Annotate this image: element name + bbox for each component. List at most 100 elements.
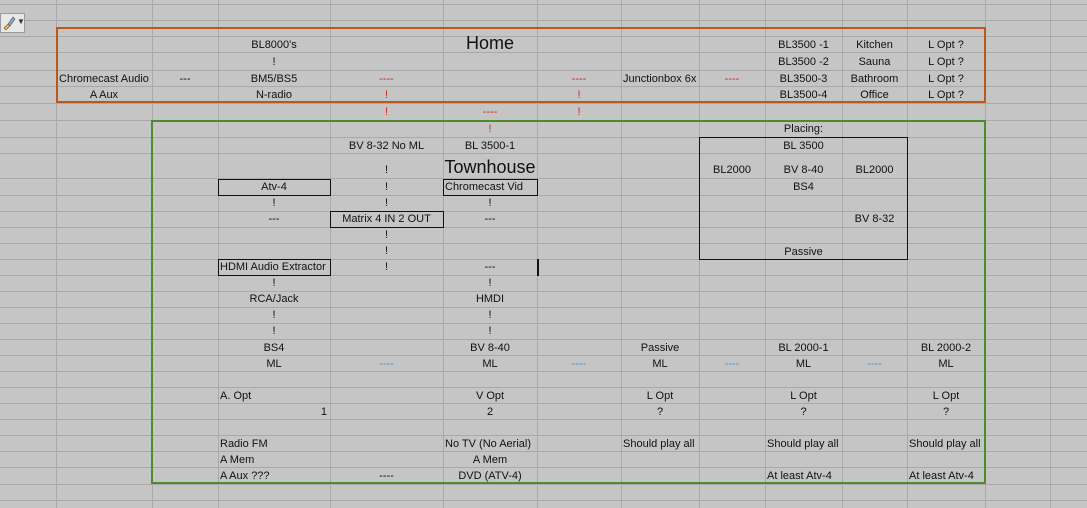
room-speaker: BL3500 -2 — [778, 56, 829, 68]
red-bang: ! — [577, 89, 581, 101]
link-bang: ! — [488, 309, 492, 321]
room-name: Kitchen — [856, 39, 893, 51]
device-note: No TV (No Aerial) — [445, 438, 531, 450]
link-dash: --- — [484, 261, 496, 273]
townhouse-title: Townhouse — [444, 157, 536, 177]
placing-bv840: BV 8-40 — [783, 164, 824, 176]
room-speaker: BL3500-3 — [779, 73, 828, 85]
device-type: ML — [652, 358, 668, 370]
blue-dash: ---- — [571, 358, 587, 370]
room-opt: L Opt ? — [928, 56, 964, 68]
device-note: Should play all — [767, 438, 839, 450]
link-bang: ! — [272, 309, 276, 321]
atv4-box — [218, 179, 331, 196]
device-num: 2 — [486, 406, 494, 418]
townhouse-frame — [151, 120, 986, 484]
device-name: BL 2000-2 — [920, 342, 972, 354]
hmdi: HMDI — [475, 293, 505, 305]
device-note: Radio FM — [220, 438, 268, 450]
placing-passive: Passive — [784, 246, 823, 258]
device-opt: V Opt — [475, 390, 505, 402]
n-radio: N-radio — [255, 89, 293, 101]
home-frame — [56, 27, 986, 103]
link-bang: ! — [384, 164, 389, 176]
bl8000-label: BL8000's — [251, 39, 297, 51]
link-bang: ! — [384, 229, 389, 241]
room-name: Office — [860, 89, 889, 101]
gridline — [842, 0, 843, 508]
gridline — [537, 0, 538, 508]
paste-options-button[interactable]: ▼ — [0, 13, 25, 33]
link-dash: --- — [484, 213, 496, 225]
hdmi-audio-extractor: HDMI Audio Extractor — [220, 261, 326, 273]
placing-box — [699, 137, 908, 260]
chevron-down-icon: ▼ — [17, 17, 25, 26]
device-note: Should play all — [623, 438, 695, 450]
junctionbox: Junctionbox 6x — [623, 73, 697, 85]
red-bang: ! — [488, 123, 492, 135]
link-bang: ! — [384, 197, 389, 209]
bm5-bs5: BM5/BS5 — [250, 73, 298, 85]
link-bang: ! — [488, 277, 492, 289]
link-bang: ! — [272, 325, 276, 337]
device-opt: L Opt — [646, 390, 674, 402]
device-name: Passive — [640, 342, 680, 354]
chromecast-sep: --- — [179, 73, 191, 85]
red-bang: ! — [384, 89, 389, 101]
gridline — [1050, 0, 1051, 508]
link-bang: ! — [272, 197, 276, 209]
gridline — [218, 0, 219, 508]
device-num: 1 — [320, 406, 327, 418]
device-note: At least Atv-4 — [767, 470, 832, 482]
device-note: A Mem — [472, 454, 508, 466]
red-dash: ---- — [482, 106, 498, 118]
gridline — [443, 0, 444, 508]
link-bang: ! — [384, 181, 389, 193]
link-bang: ! — [488, 197, 492, 209]
device-type: ML — [482, 358, 498, 370]
red-dash: ---- — [379, 73, 394, 85]
gridline — [765, 0, 766, 508]
placing-bl2000-left: BL2000 — [713, 164, 751, 176]
device-note: A Mem — [220, 454, 255, 466]
device-opt: L Opt — [932, 390, 960, 402]
atv4: Atv-4 — [261, 181, 287, 193]
device-opt: A. Opt — [220, 390, 252, 402]
device-type: ML — [266, 358, 282, 370]
cell-border — [537, 259, 539, 276]
device-note: DVD (ATV-4) — [458, 470, 522, 482]
room-opt: L Opt ? — [928, 89, 964, 101]
placing-bs4: BS4 — [793, 181, 814, 193]
red-dash: ---- — [724, 73, 740, 85]
red-dash: ---- — [571, 73, 587, 85]
matrix-box — [330, 211, 444, 228]
blue-dash: ---- — [867, 358, 882, 370]
link-dash: ---- — [379, 470, 394, 482]
device-type: ML — [938, 358, 954, 370]
device-name: BS4 — [263, 342, 285, 354]
link-bang: ! — [488, 325, 492, 337]
device-note: Should play all — [909, 438, 981, 450]
device-name: BL 2000-1 — [778, 342, 829, 354]
red-bang: ! — [577, 106, 581, 118]
blue-dash: ---- — [724, 358, 740, 370]
device-num: ? — [942, 406, 950, 418]
link-dash: --- — [268, 213, 280, 225]
room-speaker: BL3500 -1 — [778, 39, 829, 51]
home-title: Home — [465, 33, 514, 53]
rca-jack: RCA/Jack — [249, 293, 299, 305]
gridline — [56, 0, 57, 508]
red-bang: ! — [384, 106, 389, 118]
paintbrush-icon — [3, 16, 16, 30]
bv832-no-ml: BV 8-32 No ML — [348, 140, 425, 152]
placing-title: Placing: — [783, 123, 824, 135]
device-type: ML — [795, 358, 812, 370]
room-name: Bathroom — [850, 73, 899, 85]
bl8000-sep: ! — [272, 56, 276, 68]
a-aux: A Aux — [89, 89, 119, 101]
placing-bv832: BV 8-32 — [854, 213, 895, 225]
gridline — [621, 0, 622, 508]
matrix: Matrix 4 IN 2 OUT — [342, 213, 431, 225]
device-opt: L Opt — [790, 390, 817, 402]
